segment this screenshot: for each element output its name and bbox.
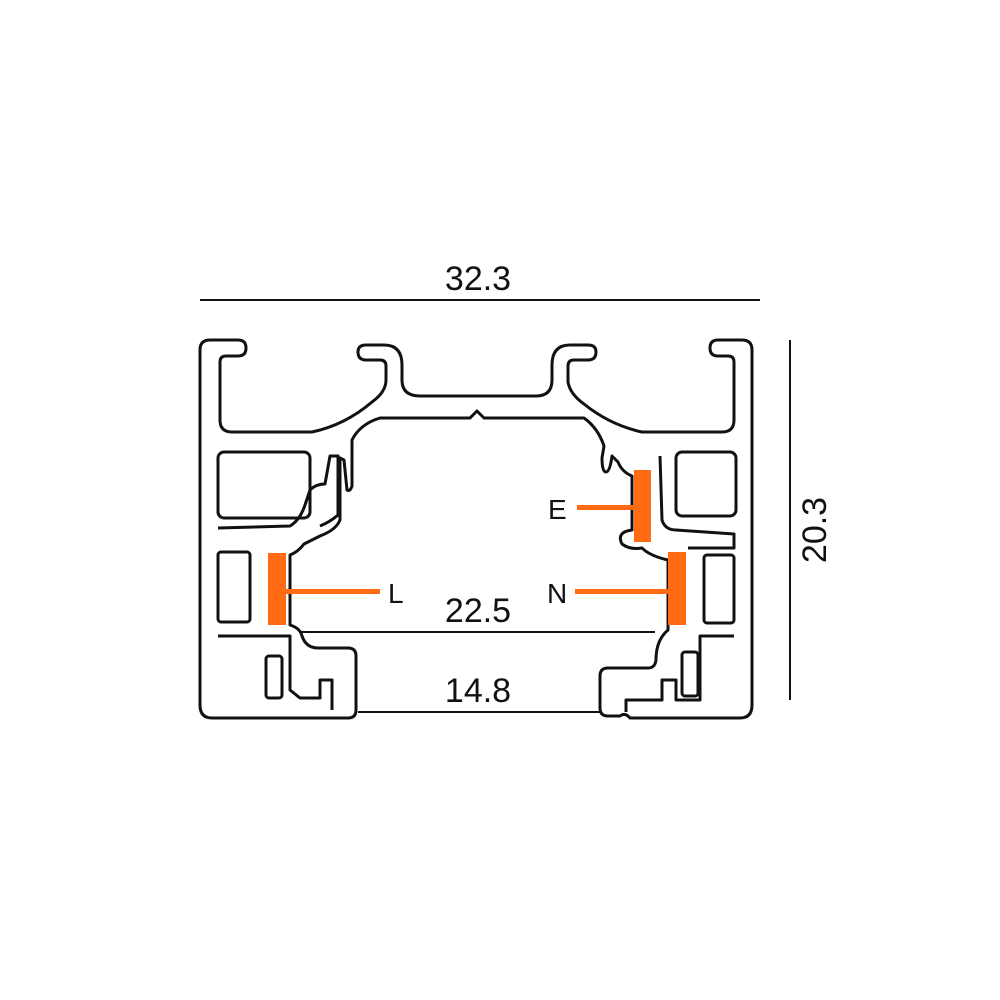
right-upper-chamber [674,450,738,518]
earth-leader-line [577,505,634,510]
left-foot-slot [264,654,284,700]
neutral-conductor: N [547,552,686,625]
earth-conductor: E [548,470,651,542]
neutral-label: N [547,578,567,609]
live-label: L [388,578,404,609]
live-conductor-bar [268,553,286,625]
left-lower-channel [218,634,334,710]
profile-outline [198,338,754,720]
earth-conductor-bar [634,470,651,542]
height-label: 20.3 [796,497,834,563]
right-foot-slot [680,650,700,698]
right-inner-ledge [658,455,736,550]
left-inner-ledge [217,454,340,530]
right-lower-channel [624,634,734,712]
left-upper-chamber [216,450,312,520]
neutral-leader-line [575,589,668,594]
right-middle-chamber [702,553,736,625]
live-conductor: L [268,553,404,625]
inner-width-label: 22.5 [445,592,511,630]
left-middle-chamber [216,550,252,624]
live-leader-line [286,589,380,594]
earth-label: E [548,494,567,525]
neutral-conductor-bar [668,552,686,625]
width-label: 32.3 [445,260,511,298]
opening-width-label: 14.8 [445,672,511,710]
